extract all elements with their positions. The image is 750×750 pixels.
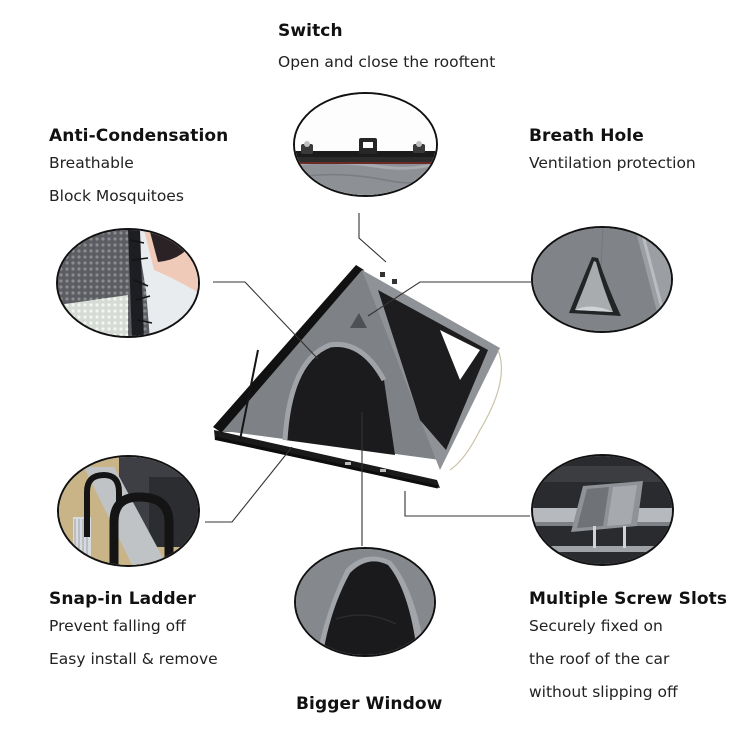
feature-desc: Block Mosquitoes <box>49 187 184 205</box>
feature-desc: Breathable <box>49 154 134 172</box>
mesh-detail-image <box>58 230 198 336</box>
feature-multiple-screw-slots: Multiple Screw Slots Securely fixed on t… <box>529 588 727 709</box>
detail-circle-breath-hole <box>531 226 673 333</box>
feature-bigger-window: Bigger Window <box>296 693 443 715</box>
detail-circle-switch <box>293 92 438 197</box>
detail-circle-bigger-window <box>294 547 436 657</box>
feature-desc: Securely fixed on <box>529 617 663 635</box>
feature-breath-hole: Breath Hole Ventilation protection <box>529 125 696 180</box>
feature-title: Snap-in Ladder <box>49 589 196 609</box>
detail-circle-snap-in-ladder <box>57 455 200 567</box>
feature-title: Anti-Condensation <box>49 126 229 146</box>
callout-anti-condensation <box>213 281 319 360</box>
callout-breath-hole <box>367 281 531 317</box>
feature-desc: Prevent falling off <box>49 617 186 635</box>
feature-switch: Switch Open and close the rooftent <box>278 20 495 79</box>
feature-title: Bigger Window <box>296 694 443 714</box>
feature-snap-in-ladder: Snap-in Ladder Prevent falling off Easy … <box>49 588 218 676</box>
window-detail-image <box>296 549 434 655</box>
feature-desc: Open and close the rooftent <box>278 53 496 71</box>
screw-slot-detail-image <box>533 456 672 564</box>
callout-snap-in-ladder <box>205 446 293 523</box>
feature-desc: Ventilation protection <box>529 154 696 172</box>
feature-title: Breath Hole <box>529 126 644 146</box>
feature-desc: the roof of the car <box>529 650 670 668</box>
callout-lines <box>205 213 531 546</box>
feature-desc: Easy install & remove <box>49 650 218 668</box>
feature-anti-condensation: Anti-Condensation Breathable Block Mosqu… <box>49 125 228 213</box>
feature-title: Switch <box>278 21 343 41</box>
feature-desc: without slipping off <box>529 683 678 701</box>
detail-circle-screw-slots <box>531 454 674 566</box>
ladder-detail-image <box>59 457 198 565</box>
roof-tent-image <box>213 265 503 489</box>
switch-detail-image <box>295 94 436 195</box>
feature-title: Multiple Screw Slots <box>529 589 728 609</box>
callout-switch <box>358 213 387 263</box>
callout-screw-slots <box>404 491 530 517</box>
detail-circle-anti-condensation <box>56 228 200 338</box>
